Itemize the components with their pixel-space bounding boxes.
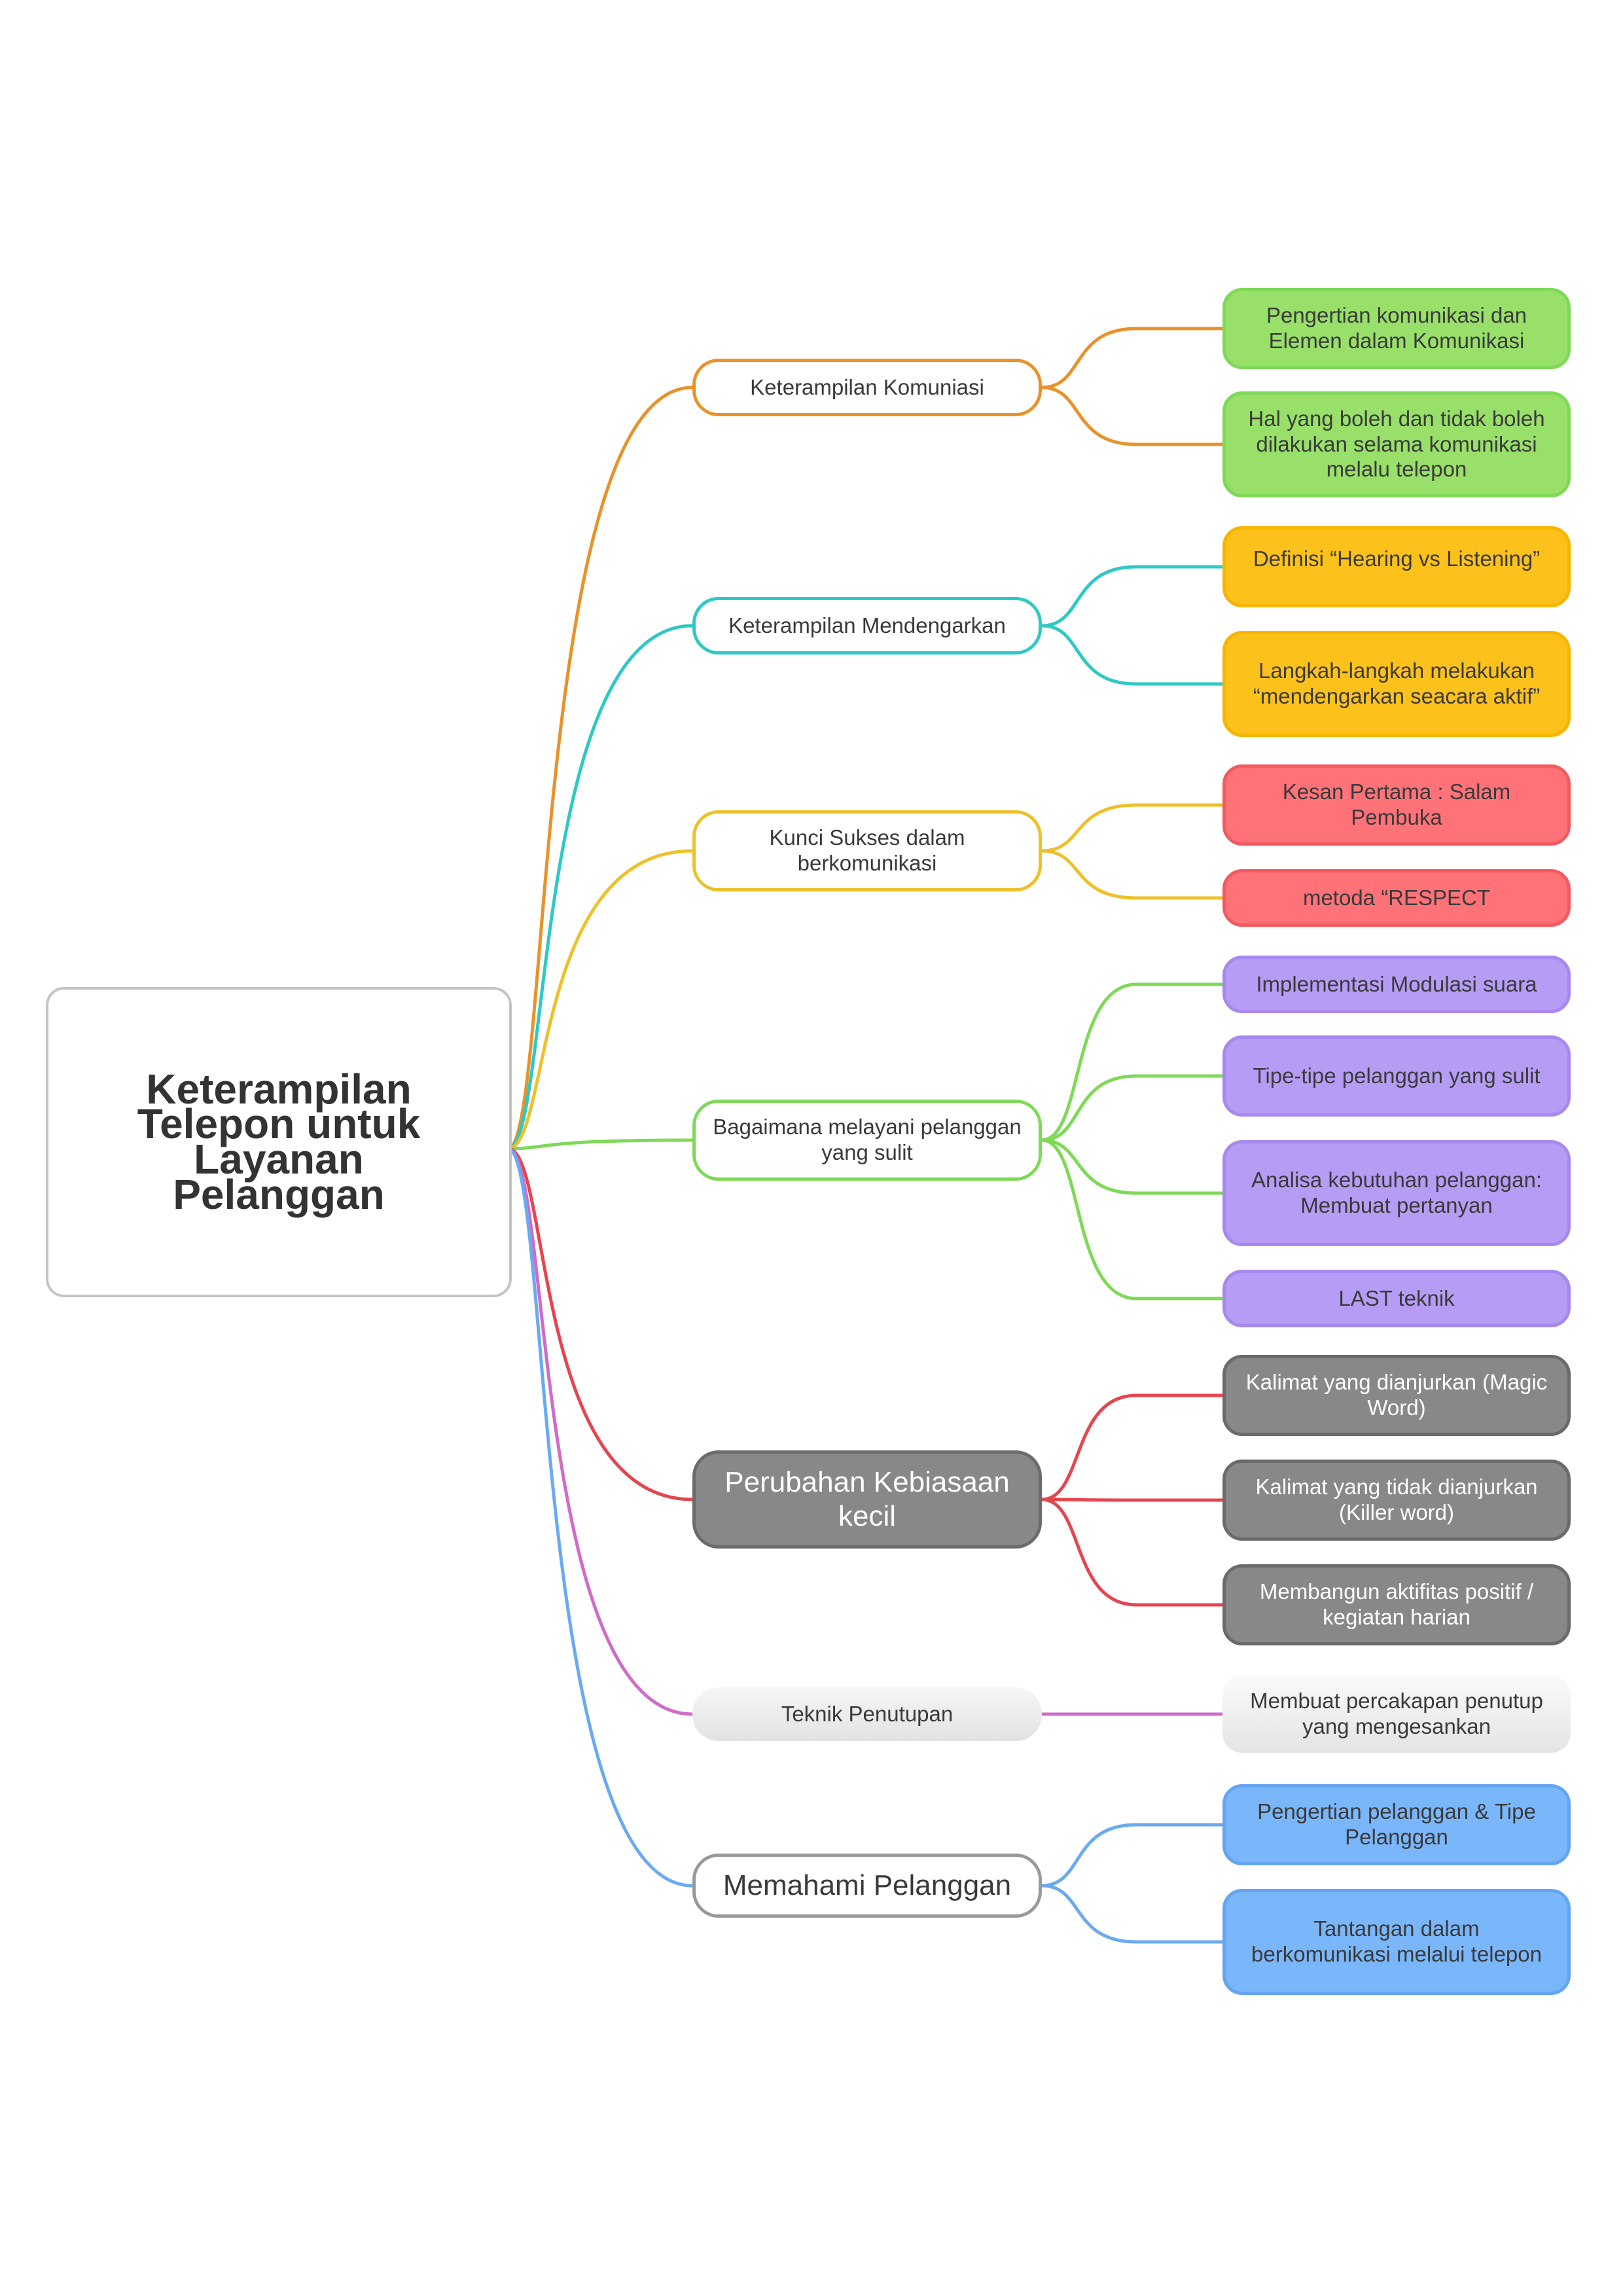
root-topic[interactable]: Keterampilan Telepon untuk Layanan Pelan… [46,987,512,1297]
leaf-label: Pengertian komunikasi dan Elemen dalam K… [1266,303,1527,353]
leaf-last-teknik[interactable]: LAST teknik [1222,1270,1571,1327]
leaf-connector [1041,1498,1222,1502]
leaf-connector [1041,803,1222,853]
leaf-connector [1041,982,1222,1142]
leaf-label: Membuat percakapan penutup yang mengesan… [1250,1689,1543,1738]
leaf-label: Tipe-tipe pelanggan yang sulit [1253,1063,1541,1088]
leaf-connector [1041,565,1222,628]
branch-memahami-pelanggan[interactable]: Memahami Pelanggan [692,1854,1042,1918]
branch-connector [507,849,693,1151]
branch-label: Bagaimana melayani pelanggan yang sulit [713,1115,1022,1164]
branch-kunci-sukses[interactable]: Kunci Sukses dalam berkomunikasi [692,810,1042,891]
branch-connector [507,1147,693,1888]
leaf-connector [1041,849,1222,900]
leaf-label: Langkah-langkah melakukan “mendengarkan … [1253,658,1541,708]
leaf-label: Kalimat yang tidak dianjurkan (Killer wo… [1255,1475,1538,1524]
leaf-killer-word[interactable]: Kalimat yang tidak dianjurkan (Killer wo… [1222,1460,1571,1541]
branch-connector [507,1147,693,1716]
leaf-connector [1041,1138,1222,1195]
leaf-label: Kesan Pertama : Salam Pembuka [1282,780,1511,829]
leaf-connector [1041,1393,1222,1501]
leaf-label: Tantangan dalam berkomunikasi melalui te… [1251,1916,1542,1966]
branch-connector [507,624,693,1151]
branch-label: Kunci Sukses dalam berkomunikasi [769,825,965,875]
leaf-metoda-respect[interactable]: metoda “RESPECT [1222,869,1571,927]
branch-label: Perubahan Kebiasaan kecil [724,1466,1010,1532]
branch-connector [507,386,693,1151]
leaf-label: LAST teknik [1338,1285,1455,1310]
leaf-connector [1041,386,1222,446]
leaf-kesan-pertama[interactable]: Kesan Pertama : Salam Pembuka [1222,764,1571,846]
leaf-percakapan-penutup[interactable]: Membuat percakapan penutup yang mengesan… [1222,1676,1571,1753]
branch-keterampilan-mendengarkan[interactable]: Keterampilan Mendengarkan [692,597,1042,655]
leaf-label: Membangun aktifitas positif / kegiatan h… [1259,1579,1534,1629]
leaf-connector [1041,1074,1222,1142]
branch-pelanggan-sulit[interactable]: Bagaimana melayani pelanggan yang sulit [692,1100,1042,1181]
leaf-pengertian-komunikasi[interactable]: Pengertian komunikasi dan Elemen dalam K… [1222,288,1571,369]
leaf-label: Analisa kebutuhan pelanggan: Membuat per… [1251,1168,1543,1217]
branch-keterampilan-komunikasi[interactable]: Keterampilan Komuniasi [692,359,1042,416]
leaf-definisi-hearing-listening[interactable]: Definisi “Hearing vs Listening” [1222,526,1571,607]
leaf-connector [1041,624,1222,686]
leaf-langkah-mendengarkan-aktif[interactable]: Langkah-langkah melakukan “mendengarkan … [1222,631,1571,737]
leaf-modulasi-suara[interactable]: Implementasi Modulasi suara [1222,956,1571,1013]
leaf-tantangan-telepon[interactable]: Tantangan dalam berkomunikasi melalui te… [1222,1889,1571,1995]
leaf-connector [1041,1138,1222,1300]
leaf-hal-boleh-tidak-boleh[interactable]: Hal yang boleh dan tidak boleh dilakukan… [1222,391,1571,497]
branch-connector [507,1147,693,1501]
leaf-analisa-kebutuhan[interactable]: Analisa kebutuhan pelanggan: Membuat per… [1222,1140,1571,1246]
leaf-label: Hal yang boleh dan tidak boleh dilakukan… [1248,406,1545,482]
branch-label: Keterampilan Mendengarkan [728,613,1006,637]
branch-label: Teknik Penutupan [781,1701,954,1726]
leaf-label: Pengertian pelanggan & Tipe Pelanggan [1257,1799,1536,1849]
leaf-label: Definisi “Hearing vs Listening” [1253,547,1541,571]
branch-perubahan-kebiasaan[interactable]: Perubahan Kebiasaan kecil [692,1450,1042,1549]
root-title: Keterampilan Telepon untuk Layanan Pelan… [137,1065,421,1218]
branch-teknik-penutupan[interactable]: Teknik Penutupan [692,1687,1042,1741]
leaf-magic-word[interactable]: Kalimat yang dianjurkan (Magic Word) [1222,1355,1571,1436]
leaf-aktifitas-positif[interactable]: Membangun aktifitas positif / kegiatan h… [1222,1564,1571,1645]
branch-label: Keterampilan Komuniasi [750,374,984,399]
leaf-tipe-pelanggan-sulit[interactable]: Tipe-tipe pelanggan yang sulit [1222,1035,1571,1117]
leaf-label: metoda “RESPECT [1302,885,1491,910]
leaf-connector [1041,1498,1222,1607]
leaf-label: Implementasi Modulasi suara [1256,971,1537,996]
leaf-connector [1041,1823,1222,1888]
leaf-connector [1041,1884,1222,1944]
leaf-label: Kalimat yang dianjurkan (Magic Word) [1245,1370,1548,1420]
leaf-pengertian-pelanggan[interactable]: Pengertian pelanggan & Tipe Pelanggan [1222,1784,1571,1865]
branch-connector [507,1138,693,1151]
leaf-connector [1041,327,1222,389]
branch-label: Memahami Pelanggan [722,1869,1012,1902]
